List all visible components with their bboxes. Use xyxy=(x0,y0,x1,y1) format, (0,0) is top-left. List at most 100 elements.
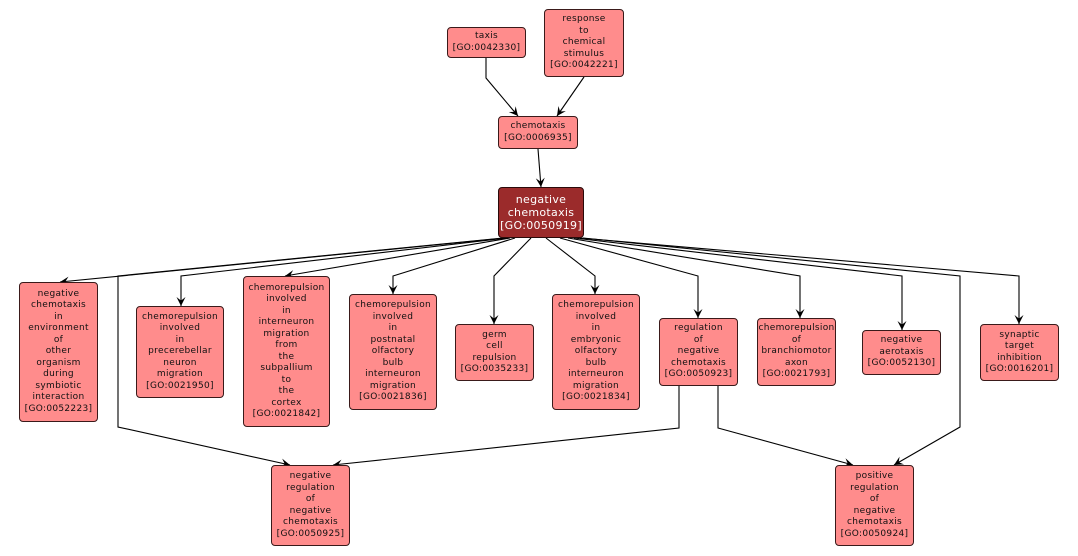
node-label-line: precerebellar xyxy=(148,346,212,357)
node-label-line: of xyxy=(693,334,704,345)
node-label-line: axon xyxy=(785,357,808,368)
node-label-line: target xyxy=(1004,341,1035,351)
node-label-line: chemorepulsion xyxy=(141,311,219,322)
node-go-id: [GO:0021950] xyxy=(146,380,214,391)
node-label-line: repulsion xyxy=(472,352,517,363)
node-label-line: chemotaxis xyxy=(507,206,575,219)
node-label-line: negative xyxy=(677,346,720,357)
node-label-line: from xyxy=(275,340,298,350)
node-label-line: negative xyxy=(853,505,896,516)
node-label-line: the xyxy=(278,386,295,396)
node-label-line: embryonic xyxy=(570,334,622,345)
node-label-line: negative xyxy=(515,193,567,206)
node-label-line: negative xyxy=(37,288,80,299)
edge-line xyxy=(284,237,511,277)
node-label-line: inhibition xyxy=(997,352,1042,363)
node-label-line: of xyxy=(53,334,64,345)
node-label-line: chemorepulsion xyxy=(248,282,325,293)
node-label-line: response xyxy=(562,14,606,25)
node-label-line: symbiotic xyxy=(35,380,82,391)
node-label-line: during xyxy=(43,369,74,380)
node-label-line: involved xyxy=(575,311,617,322)
node-label-line: environment xyxy=(28,323,89,334)
node-label-line: regulation xyxy=(850,482,899,493)
node-label-line: stimulus xyxy=(563,48,605,59)
node-label-line: interneuron xyxy=(365,369,421,380)
node-label-line: to xyxy=(579,25,589,36)
edge-GO0050919-to-GO0050923 xyxy=(559,237,703,318)
node-label-line: chemotaxis xyxy=(30,300,87,311)
node-label-line: in xyxy=(282,305,291,316)
node-go-id: [GO:0050919] xyxy=(500,219,582,232)
node-label-line: other xyxy=(45,346,72,357)
node-label-line: interneuron xyxy=(258,317,315,327)
edge-line xyxy=(537,148,542,188)
node-label-line: neuron xyxy=(163,357,197,368)
node-label-line: negative xyxy=(880,335,923,346)
node-go-id: [GO:0050925] xyxy=(276,528,345,539)
node-label-line: chemical xyxy=(562,37,606,48)
node-label-line: involved xyxy=(266,294,307,304)
edge-line xyxy=(332,386,680,466)
arrowhead-icon xyxy=(508,106,518,116)
arrowhead-icon xyxy=(590,285,600,294)
edge-line xyxy=(567,237,801,318)
go-term-node-go0006935[interactable]: chemotaxis[GO:0006935] xyxy=(498,116,578,149)
node-label-line: interaction xyxy=(32,392,85,403)
node-label-line: chemotaxis xyxy=(282,517,339,527)
node-label-line: negative xyxy=(289,505,332,516)
edge-GO0050919-to-GO0021836 xyxy=(388,237,516,294)
edge-GO0042330-to-GO0006935 xyxy=(485,58,519,117)
node-label-line: chemorepulsion xyxy=(758,323,835,334)
node-go-id: [GO:0052223] xyxy=(24,403,93,414)
node-label-line: bulb xyxy=(585,357,607,368)
node-label-line: olfactory xyxy=(574,346,618,357)
node-go-id: [GO:0035233] xyxy=(460,364,529,374)
node-go-id: [GO:0052130] xyxy=(867,358,936,369)
node-label-line: regulation xyxy=(286,482,335,493)
node-label-line: involved xyxy=(372,311,414,322)
node-go-id: [GO:0042221] xyxy=(550,60,618,71)
node-label-line: in xyxy=(388,323,398,334)
node-go-id: [GO:0021834] xyxy=(562,392,630,403)
arrowhead-icon xyxy=(897,321,907,330)
arrowhead-icon xyxy=(388,285,398,294)
edge-line xyxy=(117,237,504,466)
node-go-id: [GO:0021842] xyxy=(252,409,321,419)
arrowhead-icon xyxy=(1014,315,1024,324)
node-label-line: chemotaxis xyxy=(510,121,566,131)
node-label-line: cell xyxy=(486,341,503,351)
edge-GO0050919-to-GO0016201 xyxy=(579,237,1024,324)
edge-GO0006935-to-GO0050919 xyxy=(535,148,545,188)
node-label-line: involved xyxy=(159,323,201,334)
edge-line xyxy=(493,237,532,324)
go-term-node-go0042330[interactable]: taxis[GO:0042330] xyxy=(447,27,526,58)
arrowhead-icon xyxy=(557,106,566,116)
edge-GO0050919-to-GO0021834 xyxy=(545,237,600,294)
node-label-line: migration xyxy=(369,380,417,391)
edge-line xyxy=(559,237,699,318)
edge-line xyxy=(392,237,516,294)
arrowhead-icon xyxy=(693,309,703,318)
node-go-id: [GO:0021793] xyxy=(762,369,831,380)
edge-line xyxy=(717,386,854,466)
node-go-id: [GO:0021836] xyxy=(359,392,427,403)
node-label-line: postnatal xyxy=(370,334,416,345)
arrowhead-icon xyxy=(894,456,905,465)
node-label-line: in xyxy=(54,311,63,322)
